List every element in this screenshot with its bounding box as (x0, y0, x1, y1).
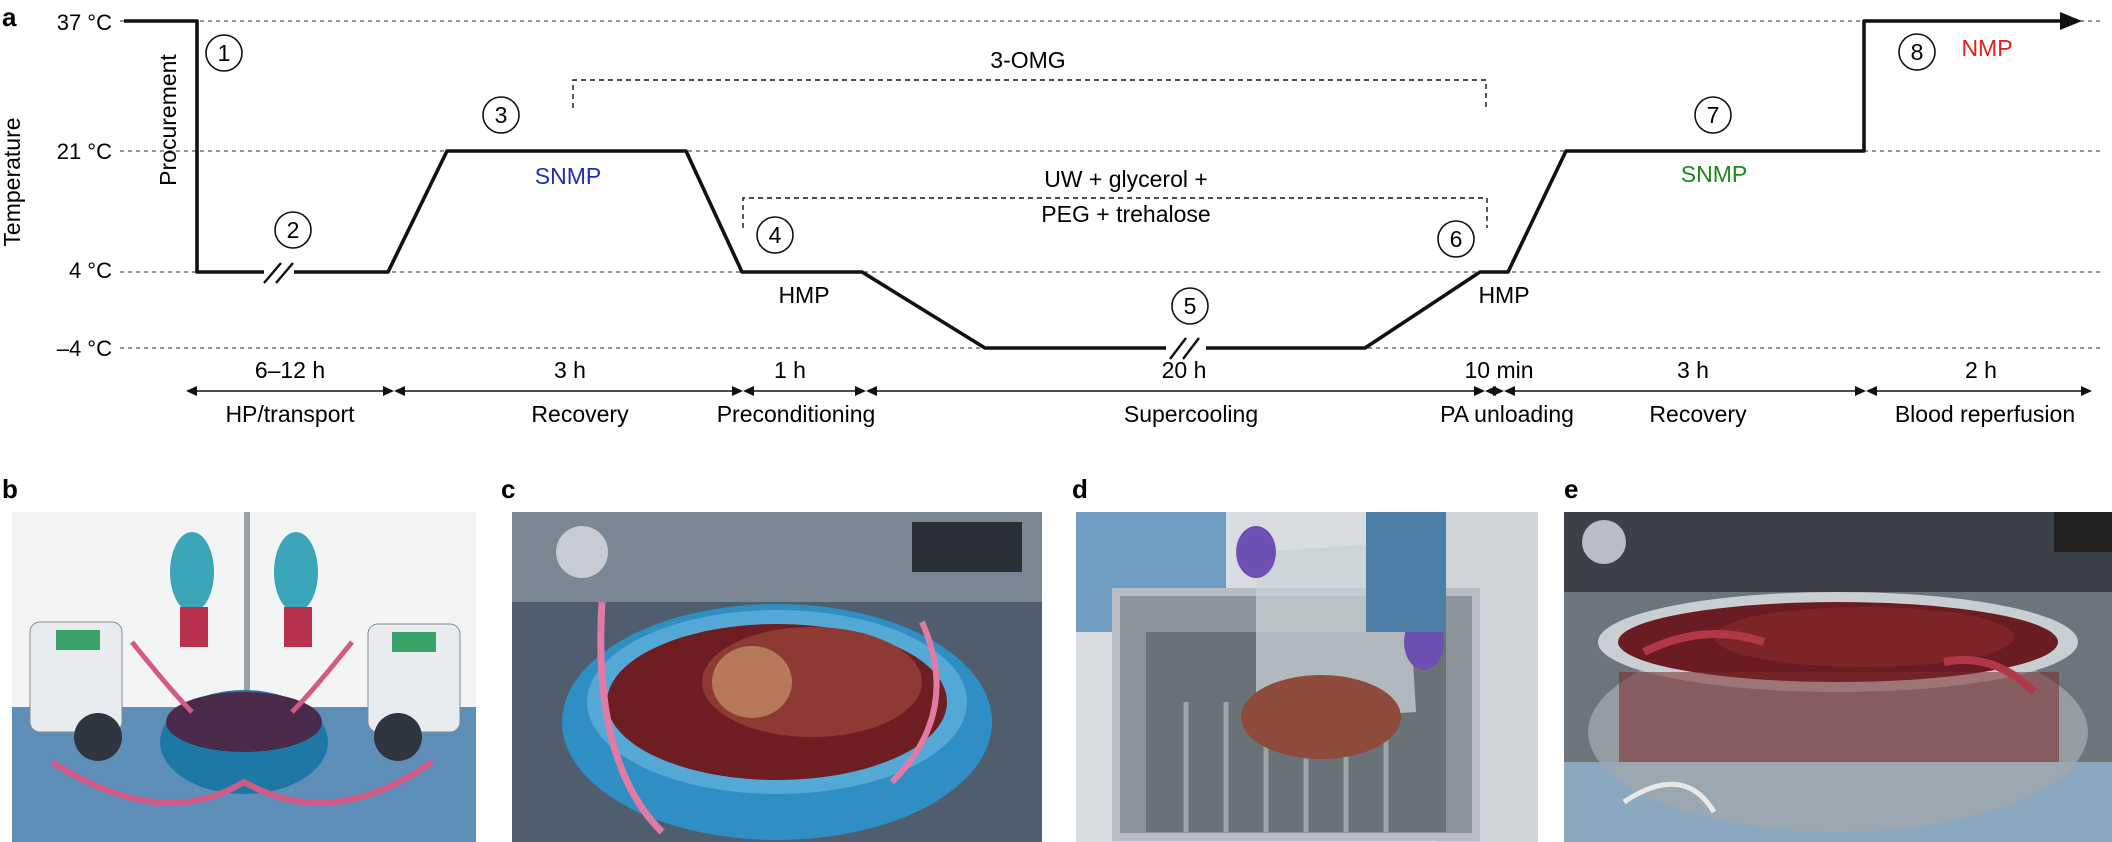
step-circle-1 (205, 34, 243, 72)
tick-minus4c: –4 °C (57, 336, 112, 361)
cpa-label-line1: UW + glycerol + (1044, 166, 1208, 192)
axis-break-2 (263, 262, 294, 284)
panel-label-a: a (2, 2, 17, 32)
step-number-7: 7 (1707, 102, 1720, 128)
y-axis-title: Temperature (0, 117, 25, 246)
cpa-label-line2: PEG + trehalose (1041, 201, 1210, 227)
step-number-1: 1 (218, 40, 231, 66)
step-circle-5 (1171, 287, 1209, 325)
step-number-5: 5 (1184, 293, 1197, 319)
panel-label-e: e (1564, 474, 1578, 504)
snmp-label-1: SNMP (535, 163, 601, 189)
duration-supercooling: 20 h (1162, 357, 1207, 383)
step-number-2: 2 (287, 217, 300, 243)
stages: HP/transport Recovery Preconditioning Su… (225, 401, 2075, 427)
step-number-3: 3 (495, 102, 508, 128)
panel-label-b: b (2, 474, 18, 504)
hmp-label-2: HMP (1478, 282, 1529, 308)
step-circle-6 (1437, 220, 1475, 258)
duration-reperfusion: 2 h (1965, 357, 1997, 383)
stage-preconditioning: Preconditioning (717, 401, 876, 427)
photo-e-reperfusion-basin (1564, 512, 2112, 842)
hmp-label-1: HMP (778, 282, 829, 308)
axis-break-5 (1166, 337, 1206, 360)
stage-pa-unloading: PA unloading (1440, 401, 1574, 427)
panel-label-d: d (1072, 474, 1088, 504)
nmp-label: NMP (1961, 35, 2012, 61)
stage-recovery-2: Recovery (1649, 401, 1747, 427)
step-number-6: 6 (1450, 226, 1463, 252)
tick-37c: 37 °C (57, 10, 112, 35)
tick-21c: 21 °C (57, 139, 112, 164)
timeline-arrowheads (186, 386, 2092, 396)
tick-4c: 4 °C (69, 258, 112, 283)
durations: 6–12 h 3 h 1 h 20 h 10 min 3 h 2 h (255, 357, 1997, 383)
procurement-label: Procurement (155, 54, 181, 186)
duration-recovery-1: 3 h (554, 357, 586, 383)
stage-recovery-1: Recovery (531, 401, 629, 427)
photo-b-perfusion-setup (12, 512, 476, 842)
step-circle-2 (274, 211, 312, 249)
snmp-label-2: SNMP (1681, 161, 1747, 187)
photo-d-supercooling-bath (1076, 512, 1538, 842)
step-circle-8 (1898, 33, 1936, 71)
stage-supercooling: Supercooling (1124, 401, 1258, 427)
step-number-4: 4 (769, 222, 782, 248)
duration-unloading: 10 min (1464, 357, 1533, 383)
duration-preconditioning: 1 h (774, 357, 806, 383)
omg-label: 3-OMG (990, 47, 1065, 73)
step-circle-7 (1694, 96, 1732, 134)
stage-reperfusion: Blood reperfusion (1895, 401, 2075, 427)
omg-bracket (572, 79, 1487, 108)
duration-recovery-2: 3 h (1677, 357, 1709, 383)
panel-label-c: c (501, 474, 515, 504)
step-circle-3 (482, 96, 520, 134)
step-circle-4 (756, 216, 794, 254)
photo-c-liver-basin (512, 512, 1042, 842)
arrow-head (2060, 12, 2082, 30)
stage-hp-transport: HP/transport (225, 401, 355, 427)
step-number-8: 8 (1911, 39, 1924, 65)
duration-hp: 6–12 h (255, 357, 325, 383)
step-markers: 1 2 3 4 5 6 7 8 (205, 33, 1936, 325)
